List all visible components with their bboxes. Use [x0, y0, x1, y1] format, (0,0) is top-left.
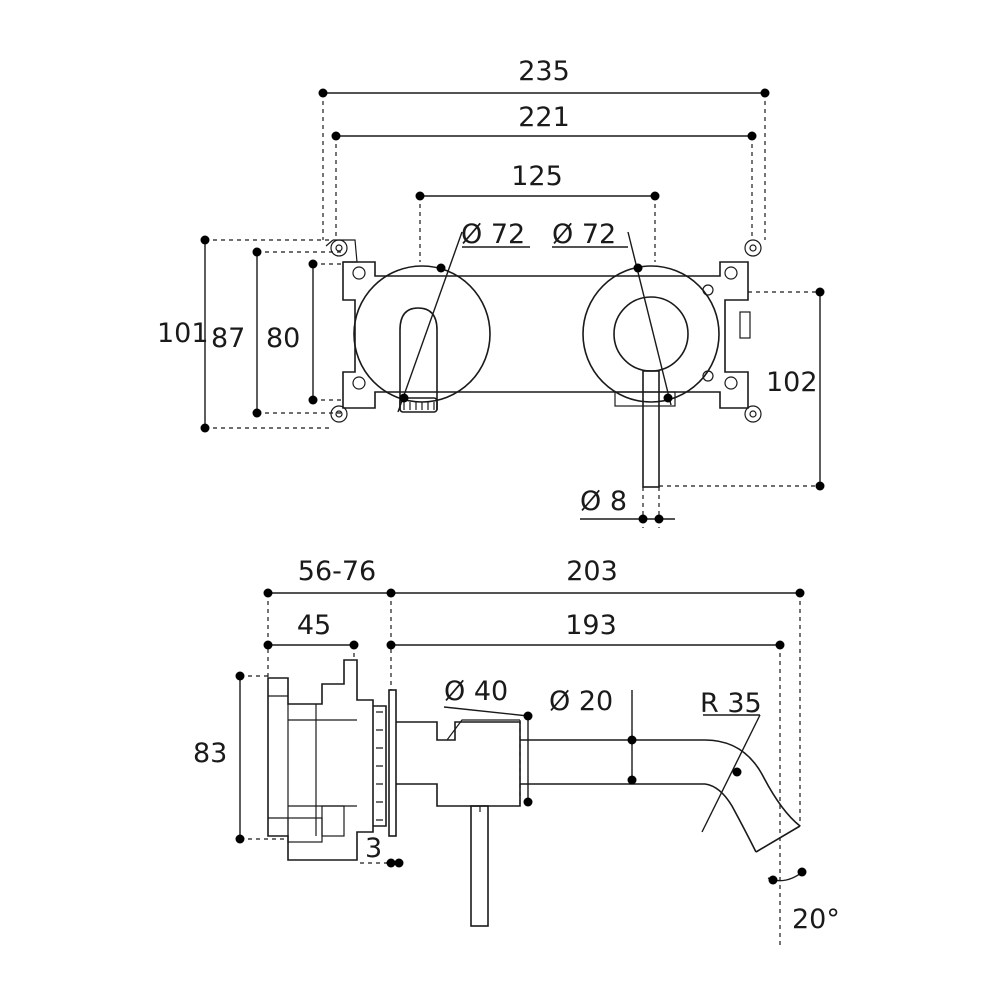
dim-235-label: 235	[518, 56, 570, 87]
valve-body	[267, 659, 397, 861]
front-dimension-dots	[200, 88, 825, 524]
dim-20-degree-label: 20°	[792, 904, 840, 935]
front-view: 235 221 125 Ø 72 Ø 72 101 87 80 102 Ø 8	[157, 56, 825, 528]
dim-3-label: 3	[365, 833, 382, 864]
mounting-hole-bottom-left-icon	[330, 405, 348, 423]
dim-dia72-left-label: Ø 72	[461, 219, 525, 250]
mounting-hole-top-left-icon	[330, 239, 348, 257]
dim-83-label: 83	[193, 738, 227, 769]
screw-hole-icon	[724, 376, 738, 390]
dim-80-label: 80	[266, 323, 300, 354]
dim-203-label: 203	[566, 556, 618, 587]
screw-hole-icon	[352, 266, 366, 280]
dim-101-label: 101	[157, 318, 209, 349]
side-dimension-dots	[235, 588, 807, 885]
dim-87-label: 87	[211, 323, 245, 354]
mixer-cover-plate	[582, 265, 720, 488]
dim-193-label: 193	[565, 610, 617, 641]
dim-r35-label: R 35	[700, 688, 762, 719]
mounting-bracket	[325, 239, 762, 423]
screw-hole-icon	[352, 376, 366, 390]
dim-125-label: 125	[511, 161, 563, 192]
dim-dia20-label: Ø 20	[549, 686, 613, 717]
mixer-handle	[396, 719, 521, 927]
mounting-hole-bottom-right-icon	[744, 405, 762, 423]
screw-hole-icon	[724, 266, 738, 280]
dim-56-76-label: 56-76	[298, 556, 376, 587]
side-view: 56-76 203 45 193 Ø 40 Ø 20 R 35 83 3 20°	[193, 556, 840, 948]
spout-cover-plate	[353, 265, 491, 413]
spout	[520, 739, 801, 853]
mounting-hole-top-right-icon	[744, 239, 762, 257]
dim-102-label: 102	[766, 367, 818, 398]
dim-221-label: 221	[518, 102, 570, 133]
dim-45-label: 45	[297, 610, 331, 641]
dim-dia72-right-label: Ø 72	[552, 219, 616, 250]
dim-dia8-label: Ø 8	[580, 486, 627, 517]
dim-dia40-label: Ø 40	[444, 676, 508, 707]
